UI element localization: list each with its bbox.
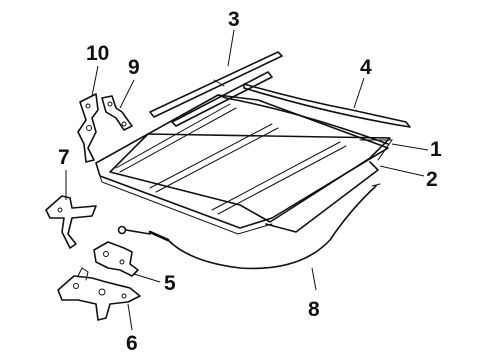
hood-panel bbox=[95, 94, 389, 235]
hood-rear-seal bbox=[243, 83, 411, 128]
callout-10: 10 bbox=[86, 42, 109, 65]
callout-6: 6 bbox=[126, 332, 138, 355]
callout-3: 3 bbox=[228, 8, 240, 31]
callout-2: 2 bbox=[426, 168, 438, 191]
callout-4: 4 bbox=[360, 56, 372, 79]
callout-8: 8 bbox=[308, 298, 320, 321]
hood-molding-strips bbox=[149, 51, 283, 127]
hood-release-cable bbox=[117, 183, 381, 270]
hood-hinge-bracket bbox=[101, 95, 133, 131]
hood-latch bbox=[93, 241, 139, 277]
callout-7: 7 bbox=[58, 146, 70, 169]
latch-support-plate bbox=[57, 267, 141, 321]
hood-insulator-panel bbox=[109, 133, 393, 233]
callout-1: 1 bbox=[430, 138, 442, 161]
callout-leaders bbox=[65, 29, 429, 331]
callout-9: 9 bbox=[128, 56, 140, 79]
hood-safety-catch bbox=[45, 195, 97, 249]
hood-hinge bbox=[77, 93, 99, 163]
callout-5: 5 bbox=[164, 272, 176, 295]
